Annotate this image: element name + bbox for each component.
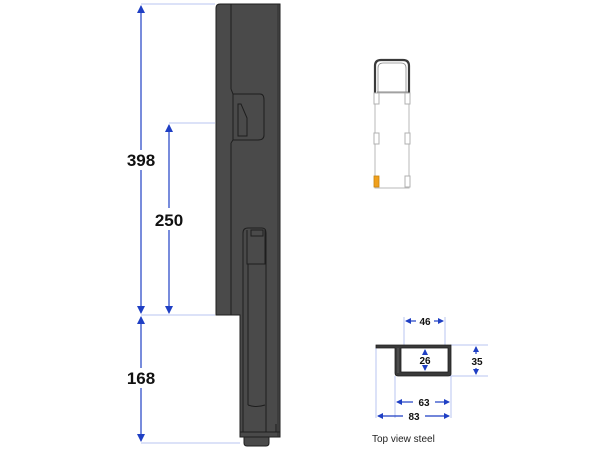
- vehicle-cab: [373, 58, 411, 93]
- vehicle-top-view: [373, 58, 411, 189]
- bracket-foot: [243, 436, 270, 447]
- latch-recess: [230, 88, 265, 144]
- steel-dimension-lines: [377, 318, 479, 419]
- dimension-lines: [137, 5, 173, 442]
- steel-top-view: 46 26 35 63 83: [375, 317, 488, 423]
- side-view: 398 250 168: [127, 3, 281, 447]
- steel-view-caption: Top view steel: [372, 434, 435, 445]
- dim-398-label: 398: [127, 151, 155, 170]
- dim-26-label: 26: [419, 356, 431, 367]
- bracket-body: [215, 3, 281, 447]
- dim-250-label: 250: [155, 211, 183, 230]
- steel-extension-lines: [375, 317, 488, 418]
- steel-profile: [375, 344, 452, 377]
- vehicle-wheels: [373, 92, 411, 188]
- dim-46-label: 46: [419, 317, 431, 328]
- dim-168-label: 168: [127, 369, 155, 388]
- dim-63-label: 63: [418, 398, 430, 409]
- clamp-mechanism: [240, 227, 280, 433]
- mount-position-highlight: [373, 175, 380, 188]
- dim-83-label: 83: [408, 412, 420, 423]
- extension-lines: [141, 3, 240, 444]
- vehicle-body: [374, 92, 410, 189]
- dim-35-label: 35: [471, 357, 483, 368]
